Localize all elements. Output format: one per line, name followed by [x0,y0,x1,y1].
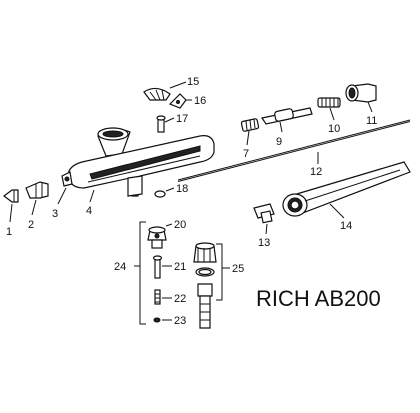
label-21: 21 [174,261,186,273]
label-25: 25 [232,263,244,275]
label-13: 13 [258,237,270,249]
part-4-airbrush-body [67,127,215,197]
label-11: 11 [366,115,377,127]
label-9: 9 [276,136,282,148]
label-10: 10 [328,123,340,135]
label-3: 3 [52,208,58,220]
part-25-air-valve-assembly [193,242,230,329]
part-9-needle-chuck-guide [261,107,313,125]
part-7-chucking-nut [240,118,260,132]
part-17-pin [156,115,166,133]
label-17: 17 [176,113,188,125]
part-14-handle [282,161,411,217]
label-16: 16 [194,95,206,107]
label-22: 22 [174,293,186,305]
part-10-spring [317,97,341,108]
label-12: 12 [310,166,322,178]
label-20: 20 [174,219,186,231]
part-24-bracket [134,221,146,325]
label-4: 4 [86,205,92,217]
part-13-air-valve-screw [253,203,275,224]
part-21-valve-stem [152,255,163,279]
label-15: 15 [187,76,199,88]
part-2-nozzle-cap [25,181,49,199]
part-15-trigger-button [143,87,171,101]
part-23-small-o-ring [153,317,161,323]
diagram-title: RICH AB200 [256,286,381,311]
label-18: 18 [176,183,188,195]
label-7: 7 [243,148,249,160]
part-18-o-ring [154,190,166,198]
label-14: 14 [340,220,352,232]
part-12-needle [177,119,411,182]
part-3-nozzle [61,171,73,187]
part-1-needle-cap [3,189,19,203]
label-24: 24 [114,261,126,273]
part-11-handle-cap [345,83,377,103]
label-23: 23 [174,315,186,327]
part-22-valve-spring [154,289,161,305]
label-2: 2 [28,219,34,231]
part-20-valve-housing [147,226,167,249]
part-16-trigger-lever [168,93,187,109]
label-1: 1 [6,226,12,238]
